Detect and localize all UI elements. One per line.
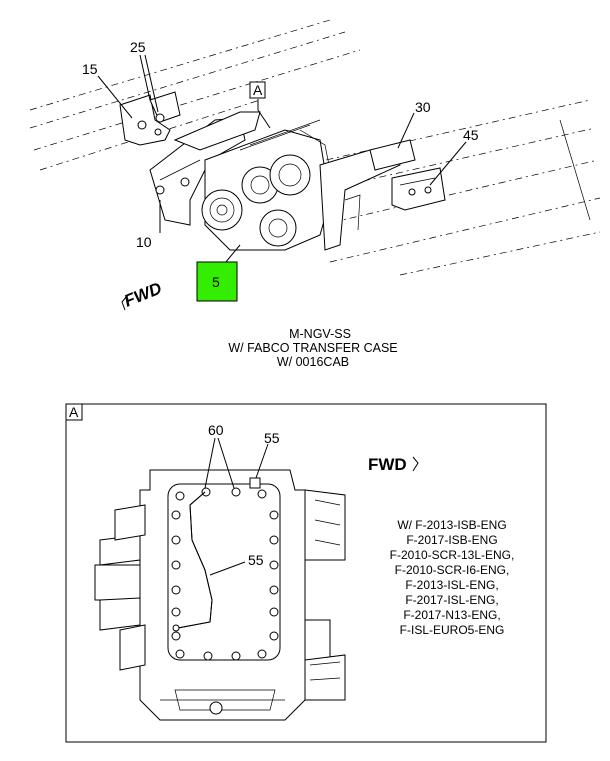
detail-label-box xyxy=(65,403,83,421)
bracket-45 xyxy=(391,167,446,211)
callout-30: 30 xyxy=(415,99,431,115)
caption-line1: M-NGV-SS xyxy=(289,327,351,341)
transfer-case-5 xyxy=(201,119,331,251)
svg-text:F-ISL-EURO5-ENG: F-ISL-EURO5-ENG xyxy=(400,623,505,637)
caption-line3: W/ 0016CAB xyxy=(277,355,349,369)
callout-25: 25 xyxy=(130,39,146,55)
highlight-callout-5[interactable] xyxy=(196,261,238,302)
callout-55-top: 55 xyxy=(264,430,280,446)
svg-text:F-2010-SCR-13L-ENG,: F-2010-SCR-13L-ENG, xyxy=(390,548,515,562)
svg-text:F-2010-SCR-I6-ENG,: F-2010-SCR-I6-ENG, xyxy=(395,563,510,577)
svg-text:F-2017-ISL-ENG,: F-2017-ISL-ENG, xyxy=(405,593,498,607)
detail-ref-label: A xyxy=(253,82,263,98)
svg-text:W/ F-2013-ISB-ENG: W/ F-2013-ISB-ENG xyxy=(397,518,506,532)
detail-label: A xyxy=(69,404,79,420)
detail-leader-lines xyxy=(204,437,269,576)
callout-15: 15 xyxy=(82,61,98,77)
callout-45: 45 xyxy=(463,127,479,143)
main-view: 25 15 30 45 10 A 5 FWD M-NGV-SS W/ FABCO… xyxy=(29,19,601,369)
callout-60: 60 xyxy=(208,422,224,438)
applicability-note: W/ F-2013-ISB-ENG F-2017-ISB-ENG F-2010-… xyxy=(390,518,515,637)
detail-view-a: A xyxy=(65,403,547,743)
mount-bracket-10 xyxy=(149,111,261,226)
wire-harness-55 xyxy=(172,477,261,632)
svg-text:F-2013-ISL-ENG,: F-2013-ISL-ENG, xyxy=(405,578,498,592)
svg-text:FWD: FWD xyxy=(368,455,407,474)
callout-5: 5 xyxy=(212,274,220,290)
main-leader-lines xyxy=(97,54,467,264)
caption-line2: W/ FABCO TRANSFER CASE xyxy=(228,341,397,355)
svg-text:FWD: FWD xyxy=(121,279,164,311)
detail-ref-box xyxy=(249,81,266,99)
bracket-30 xyxy=(319,139,416,251)
callout-55-mid: 55 xyxy=(248,552,264,568)
svg-text:F-2017-N13-ENG,: F-2017-N13-ENG, xyxy=(403,608,500,622)
svg-text:F-2017-ISB-ENG: F-2017-ISB-ENG xyxy=(406,533,497,547)
fwd-indicator-detail: FWD xyxy=(368,455,419,474)
callout-10: 10 xyxy=(136,234,152,250)
cover-bolts xyxy=(171,487,279,661)
bracket-15-25 xyxy=(119,91,181,146)
fwd-indicator-main: FWD xyxy=(121,279,164,311)
